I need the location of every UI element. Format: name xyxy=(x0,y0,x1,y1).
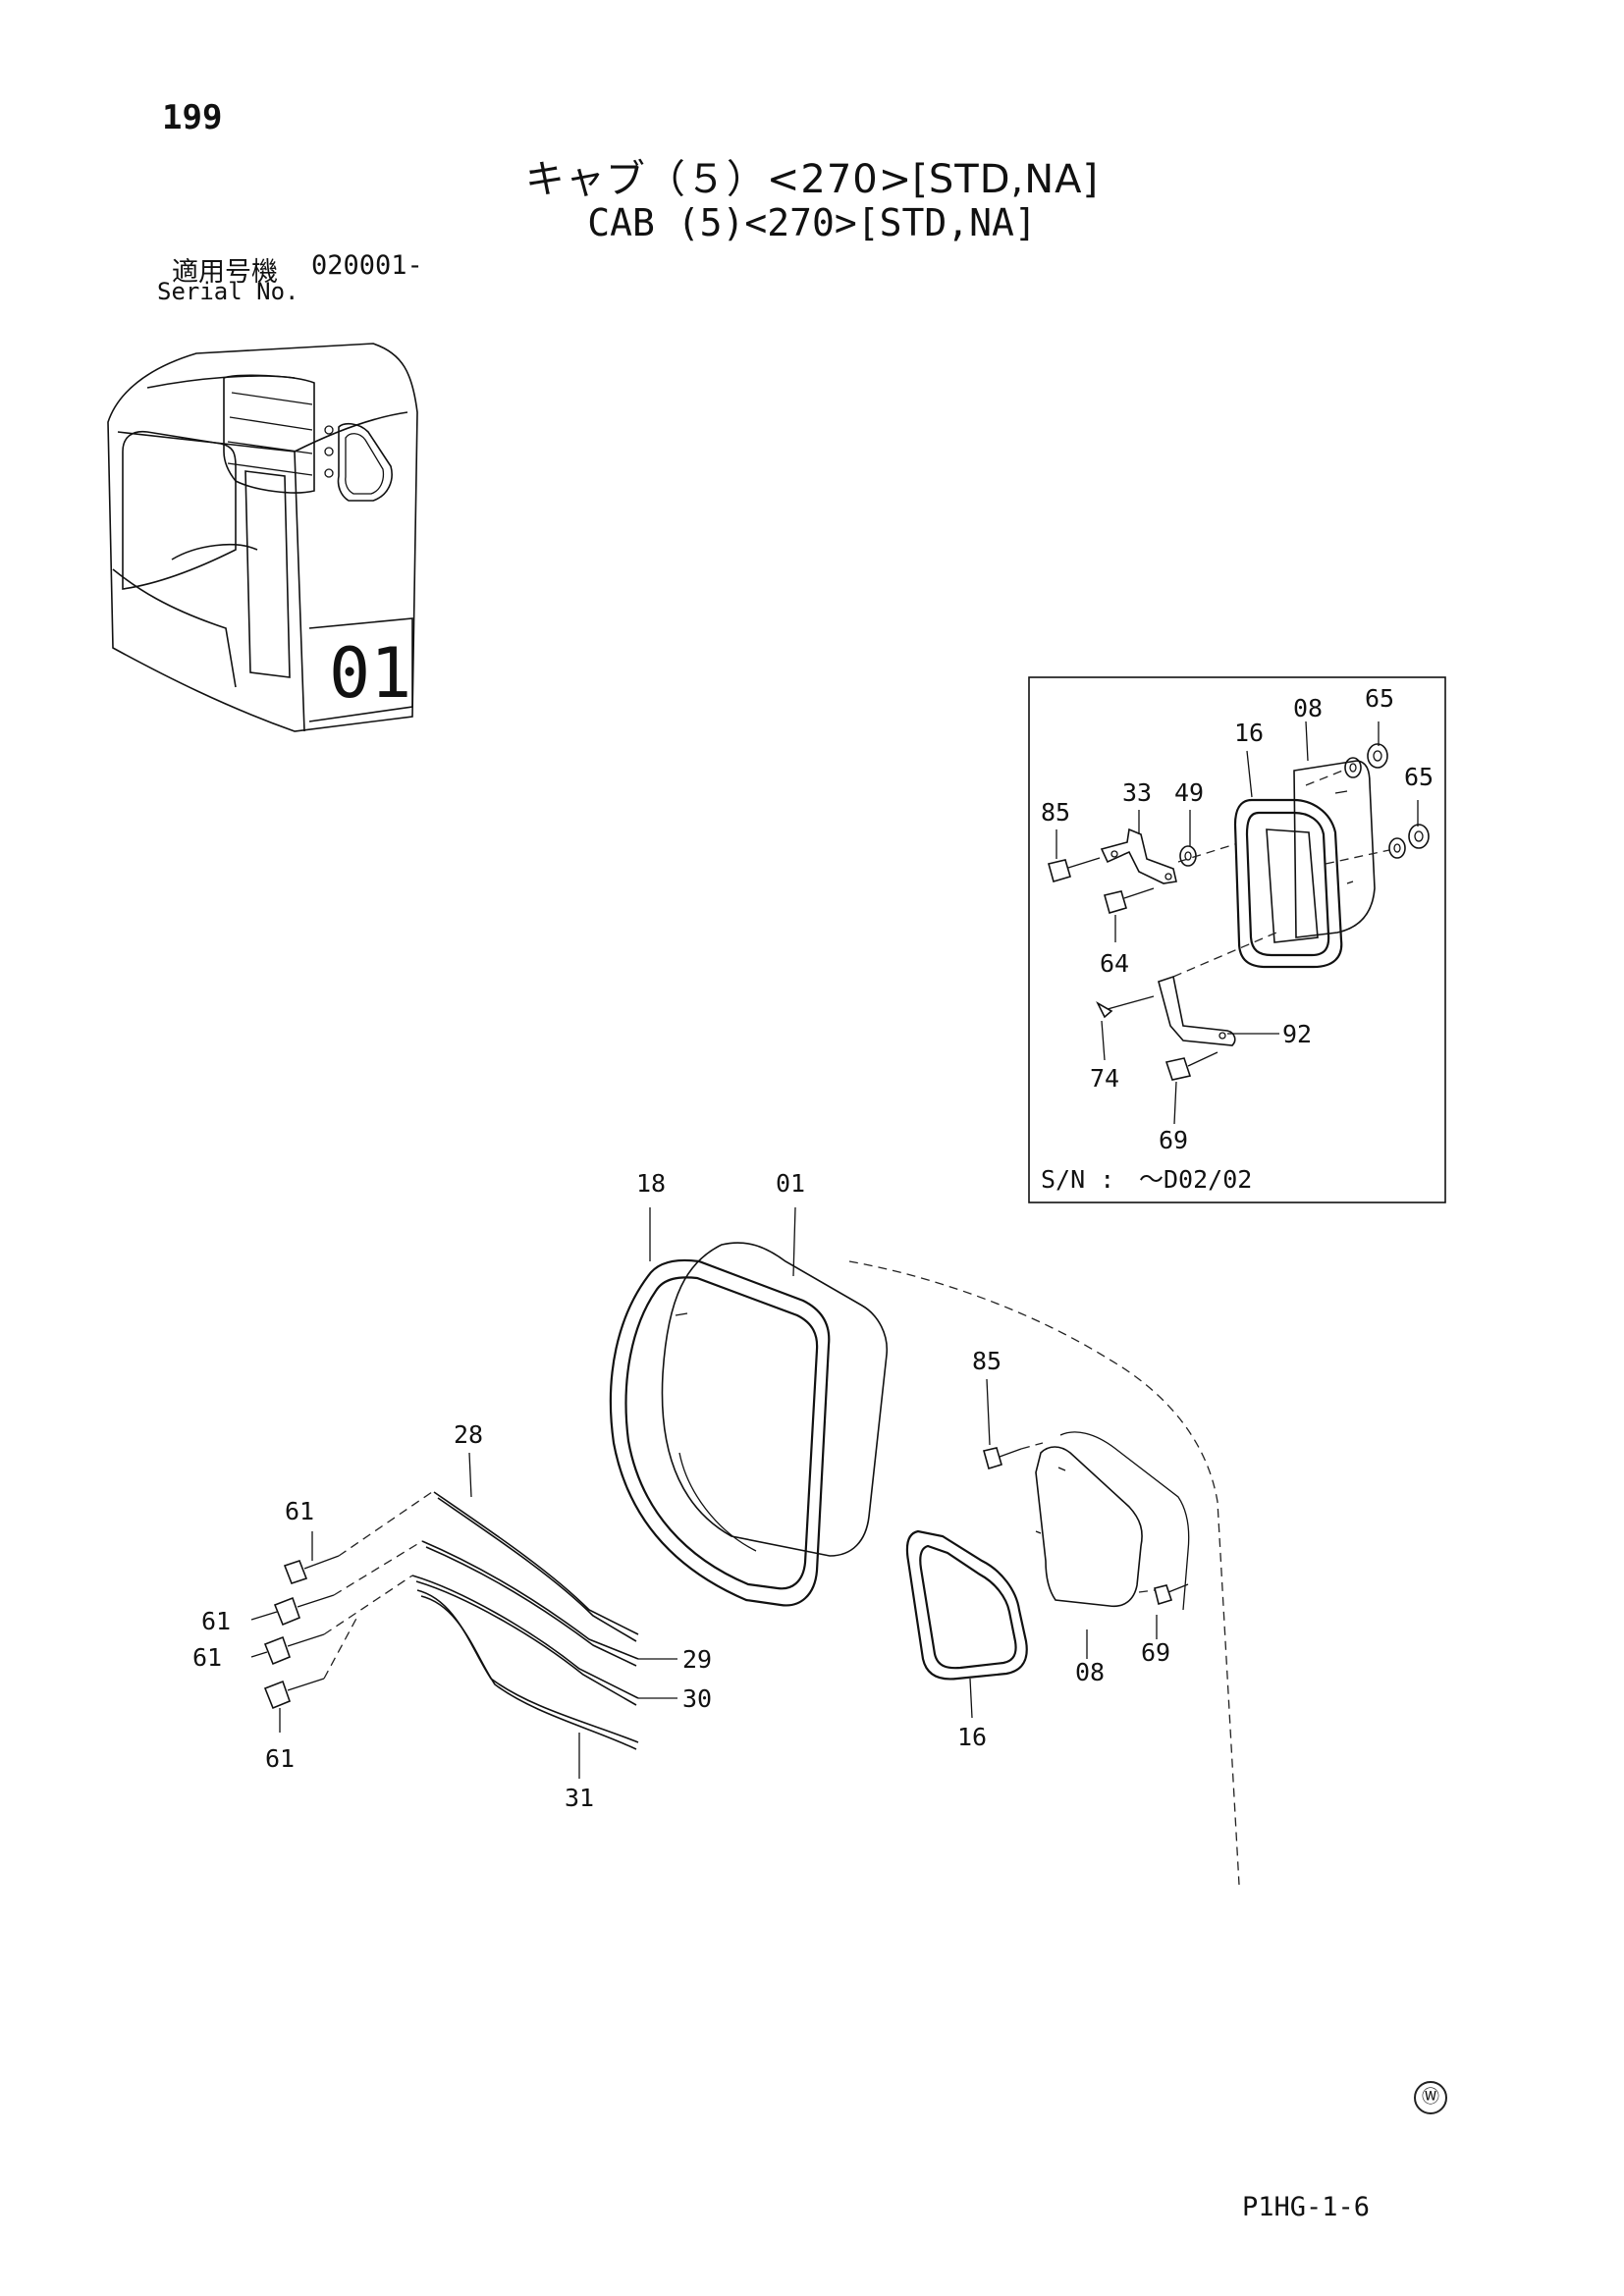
inset-callout-74: 74 xyxy=(1090,1064,1119,1093)
main-callout-85: 85 xyxy=(972,1347,1001,1375)
inset-callout-92: 92 xyxy=(1282,1020,1312,1048)
watermark-symbol: Ⓦ xyxy=(1414,2081,1447,2114)
cab-overview-illustration: 01 xyxy=(107,343,418,732)
main-callout-28: 28 xyxy=(454,1420,483,1449)
inset-callout-65-top: 65 xyxy=(1365,684,1394,713)
serial-label-english: Serial No. xyxy=(157,278,299,305)
serial-number-value: 020001- xyxy=(311,250,423,281)
main-callout-61-a: 61 xyxy=(285,1497,314,1525)
main-callout-61-c: 61 xyxy=(192,1643,222,1672)
cab-number-marking: 01 xyxy=(329,633,411,714)
main-callout-69: 69 xyxy=(1141,1638,1170,1667)
inset-callout-69: 69 xyxy=(1159,1126,1188,1154)
main-callout-18: 18 xyxy=(636,1169,666,1198)
main-callout-29: 29 xyxy=(682,1645,712,1674)
footer-page-code: P1HG-1-6 xyxy=(1242,2192,1371,2222)
inset-sn-value: ～D02/02 xyxy=(1139,1165,1252,1194)
inset-callout-64: 64 xyxy=(1100,949,1129,978)
main-callout-30: 30 xyxy=(682,1684,712,1713)
page-title-english: CAB (5)<270>[STD,NA] xyxy=(587,201,1037,244)
serial-label-japanese: 適用号機 xyxy=(172,257,278,288)
inset-callout-16: 16 xyxy=(1234,719,1264,747)
main-callout-31: 31 xyxy=(565,1784,594,1812)
page-title-japanese: キャブ（５）<270>[STD,NA] xyxy=(524,157,1100,202)
main-callout-61-d: 61 xyxy=(265,1744,295,1773)
bolt-61-group xyxy=(263,1491,433,1710)
inset-callout-33: 33 xyxy=(1122,778,1152,807)
main-callout-16: 16 xyxy=(957,1723,987,1751)
main-callout-08: 08 xyxy=(1075,1658,1105,1686)
inset-callout-49: 49 xyxy=(1174,778,1204,807)
inset-callout-85: 85 xyxy=(1041,798,1070,827)
main-callout-61-b: 61 xyxy=(201,1607,231,1635)
inset-callout-08: 08 xyxy=(1293,694,1323,722)
page-number: 199 xyxy=(162,98,223,137)
main-exploded-view xyxy=(250,1206,1240,1886)
inset-callout-65-right: 65 xyxy=(1404,763,1434,791)
inset-detail-box xyxy=(1028,676,1446,1203)
inset-sn-label: S/N : xyxy=(1041,1165,1114,1194)
main-callout-01: 01 xyxy=(776,1169,805,1198)
